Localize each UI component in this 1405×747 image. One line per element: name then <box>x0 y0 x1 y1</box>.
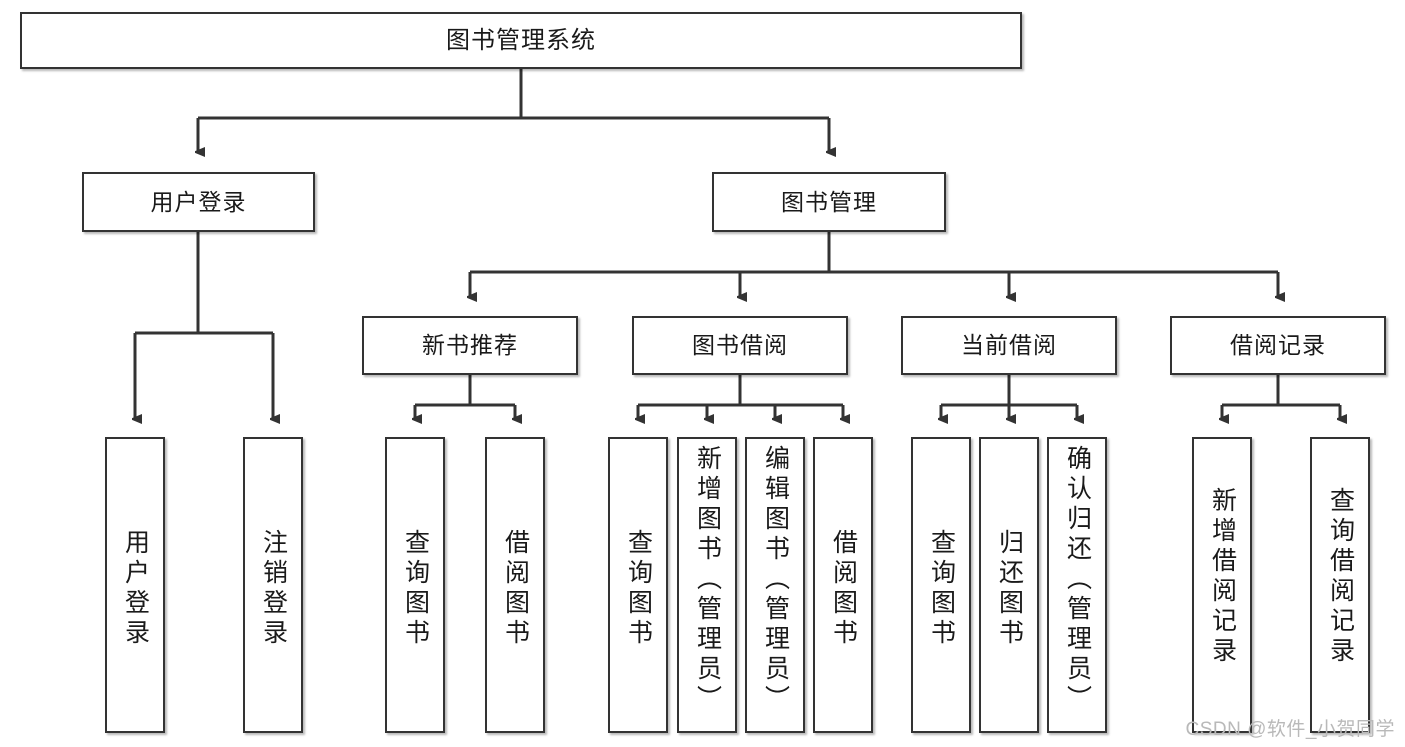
leaf-current-borrow-return[interactable]: 归还图书 <box>979 437 1039 733</box>
node-label: 图书借阅 <box>692 332 788 359</box>
node-label: 图书管理 <box>781 188 877 215</box>
csdn-watermark: CSDN @软件_小贺同学 <box>1185 719 1395 740</box>
node-label: 用户登录 <box>121 529 150 649</box>
leaf-new-book-borrow[interactable]: 借阅图书 <box>485 437 545 733</box>
leaf-user-login-login[interactable]: 用户登录 <box>105 437 165 733</box>
leaf-borrow-record-add[interactable]: 新增借阅记录 <box>1192 437 1252 733</box>
node-book-management[interactable]: 图书管理 <box>712 172 946 232</box>
leaf-borrow-record-query[interactable]: 查询借阅记录 <box>1310 437 1370 733</box>
node-label: 查询图书 <box>401 529 430 649</box>
node-label: 当前借阅 <box>961 332 1057 359</box>
node-label: 归还图书 <box>995 529 1024 649</box>
node-label: 借阅图书 <box>829 529 858 649</box>
leaf-book-borrow-query[interactable]: 查询图书 <box>608 437 668 733</box>
node-label: 借阅记录 <box>1230 332 1326 359</box>
node-new-book-recommend[interactable]: 新书推荐 <box>362 316 578 375</box>
node-label: 注销登录 <box>259 529 288 649</box>
node-current-borrow[interactable]: 当前借阅 <box>901 316 1117 375</box>
leaf-current-borrow-confirm-return[interactable]: 确认归还（管理员） <box>1047 437 1107 733</box>
leaf-new-book-query[interactable]: 查询图书 <box>385 437 445 733</box>
leaf-book-borrow-add[interactable]: 新增图书（管理员） <box>677 437 737 733</box>
node-label: 查询借阅记录 <box>1326 487 1355 667</box>
node-label: 新增图书（管理员） <box>693 445 722 715</box>
node-user-login[interactable]: 用户登录 <box>82 172 315 232</box>
node-label: 编辑图书（管理员） <box>761 445 790 715</box>
node-label: 确认归还（管理员） <box>1063 445 1092 715</box>
node-label: 新增借阅记录 <box>1208 487 1237 667</box>
node-label: 借阅图书 <box>501 529 530 649</box>
leaf-user-login-logout[interactable]: 注销登录 <box>243 437 303 733</box>
node-book-borrow[interactable]: 图书借阅 <box>632 316 848 375</box>
node-label: 查询图书 <box>624 529 653 649</box>
node-label: 新书推荐 <box>422 332 518 359</box>
leaf-book-borrow-borrow[interactable]: 借阅图书 <box>813 437 873 733</box>
node-label: 查询图书 <box>927 529 956 649</box>
node-borrow-record[interactable]: 借阅记录 <box>1170 316 1386 375</box>
leaf-current-borrow-query[interactable]: 查询图书 <box>911 437 971 733</box>
node-label: 图书管理系统 <box>446 26 596 54</box>
leaf-book-borrow-edit[interactable]: 编辑图书（管理员） <box>745 437 805 733</box>
node-root-system[interactable]: 图书管理系统 <box>20 12 1022 69</box>
node-label: 用户登录 <box>150 188 247 215</box>
